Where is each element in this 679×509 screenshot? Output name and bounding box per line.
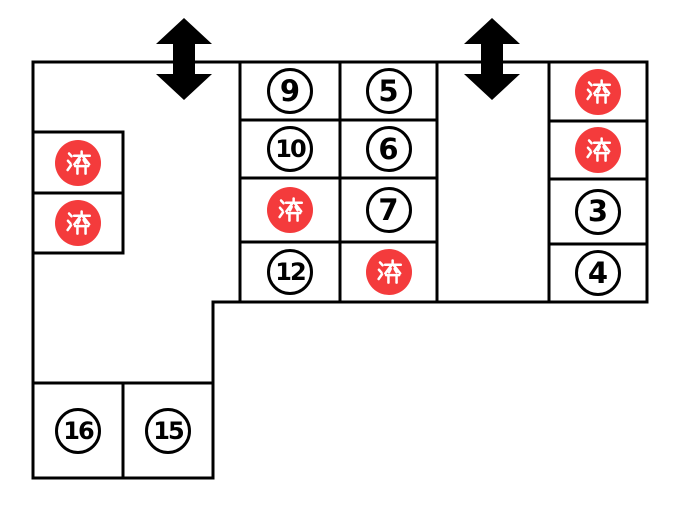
sumi-glyph-icon <box>66 210 92 235</box>
reserved-badge <box>365 249 412 295</box>
seat-cell-reserved-2 <box>33 193 123 253</box>
sumi-glyph-icon <box>376 259 402 284</box>
seat-cell-7[interactable]: 7 <box>340 178 437 242</box>
seat-cell-10[interactable]: 10 <box>240 120 340 178</box>
seat-cell-reserved-4 <box>340 242 437 302</box>
reserved-badge <box>55 139 101 186</box>
room-outline <box>31 60 649 480</box>
seat-cell-5[interactable]: 5 <box>340 62 437 120</box>
sumi-glyph-icon <box>66 149 92 175</box>
seat-cell-reserved-5 <box>549 62 647 121</box>
seat-cell-16[interactable]: 16 <box>33 383 123 478</box>
seat-number-badge: 3 <box>575 188 621 235</box>
seat-number-badge: 4 <box>575 250 621 296</box>
seat-number-badge: 15 <box>145 407 191 454</box>
reserved-badge <box>575 127 621 173</box>
seat-cell-6[interactable]: 6 <box>340 120 437 178</box>
seat-cell-reserved-3 <box>240 178 340 242</box>
reserved-badge <box>55 200 101 246</box>
double-arrow-icon <box>156 18 212 100</box>
double-arrow-icon <box>464 18 520 100</box>
seat-number-badge: 9 <box>267 68 313 114</box>
seat-cell-15[interactable]: 15 <box>123 383 213 478</box>
seat-number-badge: 7 <box>365 187 412 233</box>
seat-cell-4[interactable]: 4 <box>549 244 647 302</box>
sumi-glyph-icon <box>586 78 612 104</box>
aisle <box>437 62 549 302</box>
seat-cell-reserved-1 <box>33 132 123 193</box>
seat-number-badge: 6 <box>365 126 412 172</box>
reserved-badge <box>267 187 313 233</box>
seat-cell-3[interactable]: 3 <box>549 179 647 244</box>
seat-number-badge: 16 <box>55 407 101 454</box>
sumi-glyph-icon <box>586 137 612 162</box>
seat-number-badge: 10 <box>267 126 313 172</box>
seat-number-badge: 5 <box>365 68 412 114</box>
reserved-badge <box>575 68 621 115</box>
seat-number-badge: 12 <box>267 249 313 295</box>
seat-cell-reserved-6 <box>549 121 647 179</box>
seat-cell-12[interactable]: 12 <box>240 242 340 302</box>
seat-cell-9[interactable]: 9 <box>240 62 340 120</box>
sumi-glyph-icon <box>278 197 304 222</box>
